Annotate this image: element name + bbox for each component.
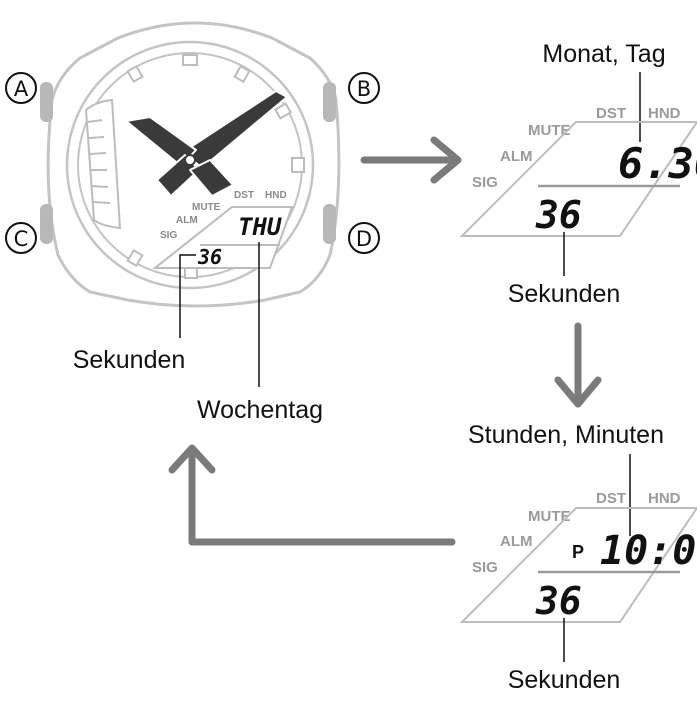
date-indicator-hnd: HND (648, 105, 681, 122)
watch-hands (125, 90, 288, 197)
sub-scale (84, 98, 122, 230)
watch-lcd-frame (152, 206, 294, 269)
date-indicator-dst: DST (596, 105, 626, 122)
time-indicator-mute: MUTE (528, 508, 571, 525)
watch-indicator-mute: MUTE (192, 202, 221, 213)
screen-time-pm-indicator: P (572, 542, 584, 562)
minute-hand (182, 90, 288, 169)
screen-time-seconds: 36 (535, 579, 582, 623)
button-c-label: C (14, 227, 29, 251)
button-b-label: B (357, 77, 371, 101)
cycle-arrows (168, 136, 602, 546)
screen-time-bottom-label: Sekunden (508, 666, 621, 694)
screen-time-top-label: Stunden, Minuten (468, 421, 664, 449)
watch-indicator-alm: ALM (176, 215, 198, 226)
center-pin (184, 154, 196, 166)
date-indicator-alm: ALM (500, 148, 533, 165)
watch-weekday-label: Wochentag (197, 396, 323, 424)
arrow-down (554, 322, 602, 408)
case-button-c (40, 204, 53, 244)
callout-watch-seconds (179, 254, 196, 338)
watch-indicator-hnd: HND (265, 190, 287, 201)
watch-indicator-dst: DST (234, 190, 254, 201)
time-indicator-dst: DST (596, 490, 626, 507)
screen-time-frame (459, 507, 697, 623)
time-indicator-sig: SIG (472, 559, 498, 576)
time-indicator-hnd: HND (648, 490, 681, 507)
screen-date-value: 6.30 (618, 139, 697, 188)
screen-date-seconds: 36 (535, 193, 582, 237)
screen-time-value: 10:08 (600, 528, 697, 574)
hour-hand (125, 116, 197, 167)
date-indicator-mute: MUTE (528, 122, 571, 139)
date-indicator-sig: SIG (472, 174, 498, 191)
arrow-right (360, 136, 462, 184)
screen-date-frame (459, 121, 697, 237)
case-button-b (323, 82, 336, 122)
hour-markers (126, 54, 305, 279)
case-button-d (323, 204, 336, 244)
screen-time: Stunden, Minuten DST HND MUTE ALM SIG P … (459, 421, 697, 694)
button-d-label: D (356, 227, 372, 251)
arrow-back (168, 444, 456, 546)
watch-seconds-display: 36 (197, 245, 222, 269)
button-a-label: A (14, 77, 29, 101)
hand-tail-2 (189, 159, 234, 197)
button-labels: A B C D (5, 72, 380, 254)
watch-seconds-label: Sekunden (73, 346, 186, 374)
case-button-a (40, 82, 53, 122)
watch-indicator-sig: SIG (160, 230, 177, 241)
time-indicator-alm: ALM (500, 533, 533, 550)
watch-illustration: DST HND MUTE ALM SIG THU 36 (40, 21, 341, 308)
screen-date-bottom-label: Sekunden (508, 280, 621, 308)
screen-date-top-label: Monat, Tag (542, 40, 665, 68)
screen-date: Monat, Tag DST HND MUTE ALM SIG 6.30 36 … (459, 40, 697, 308)
watch-weekday-display: THU (238, 213, 282, 241)
